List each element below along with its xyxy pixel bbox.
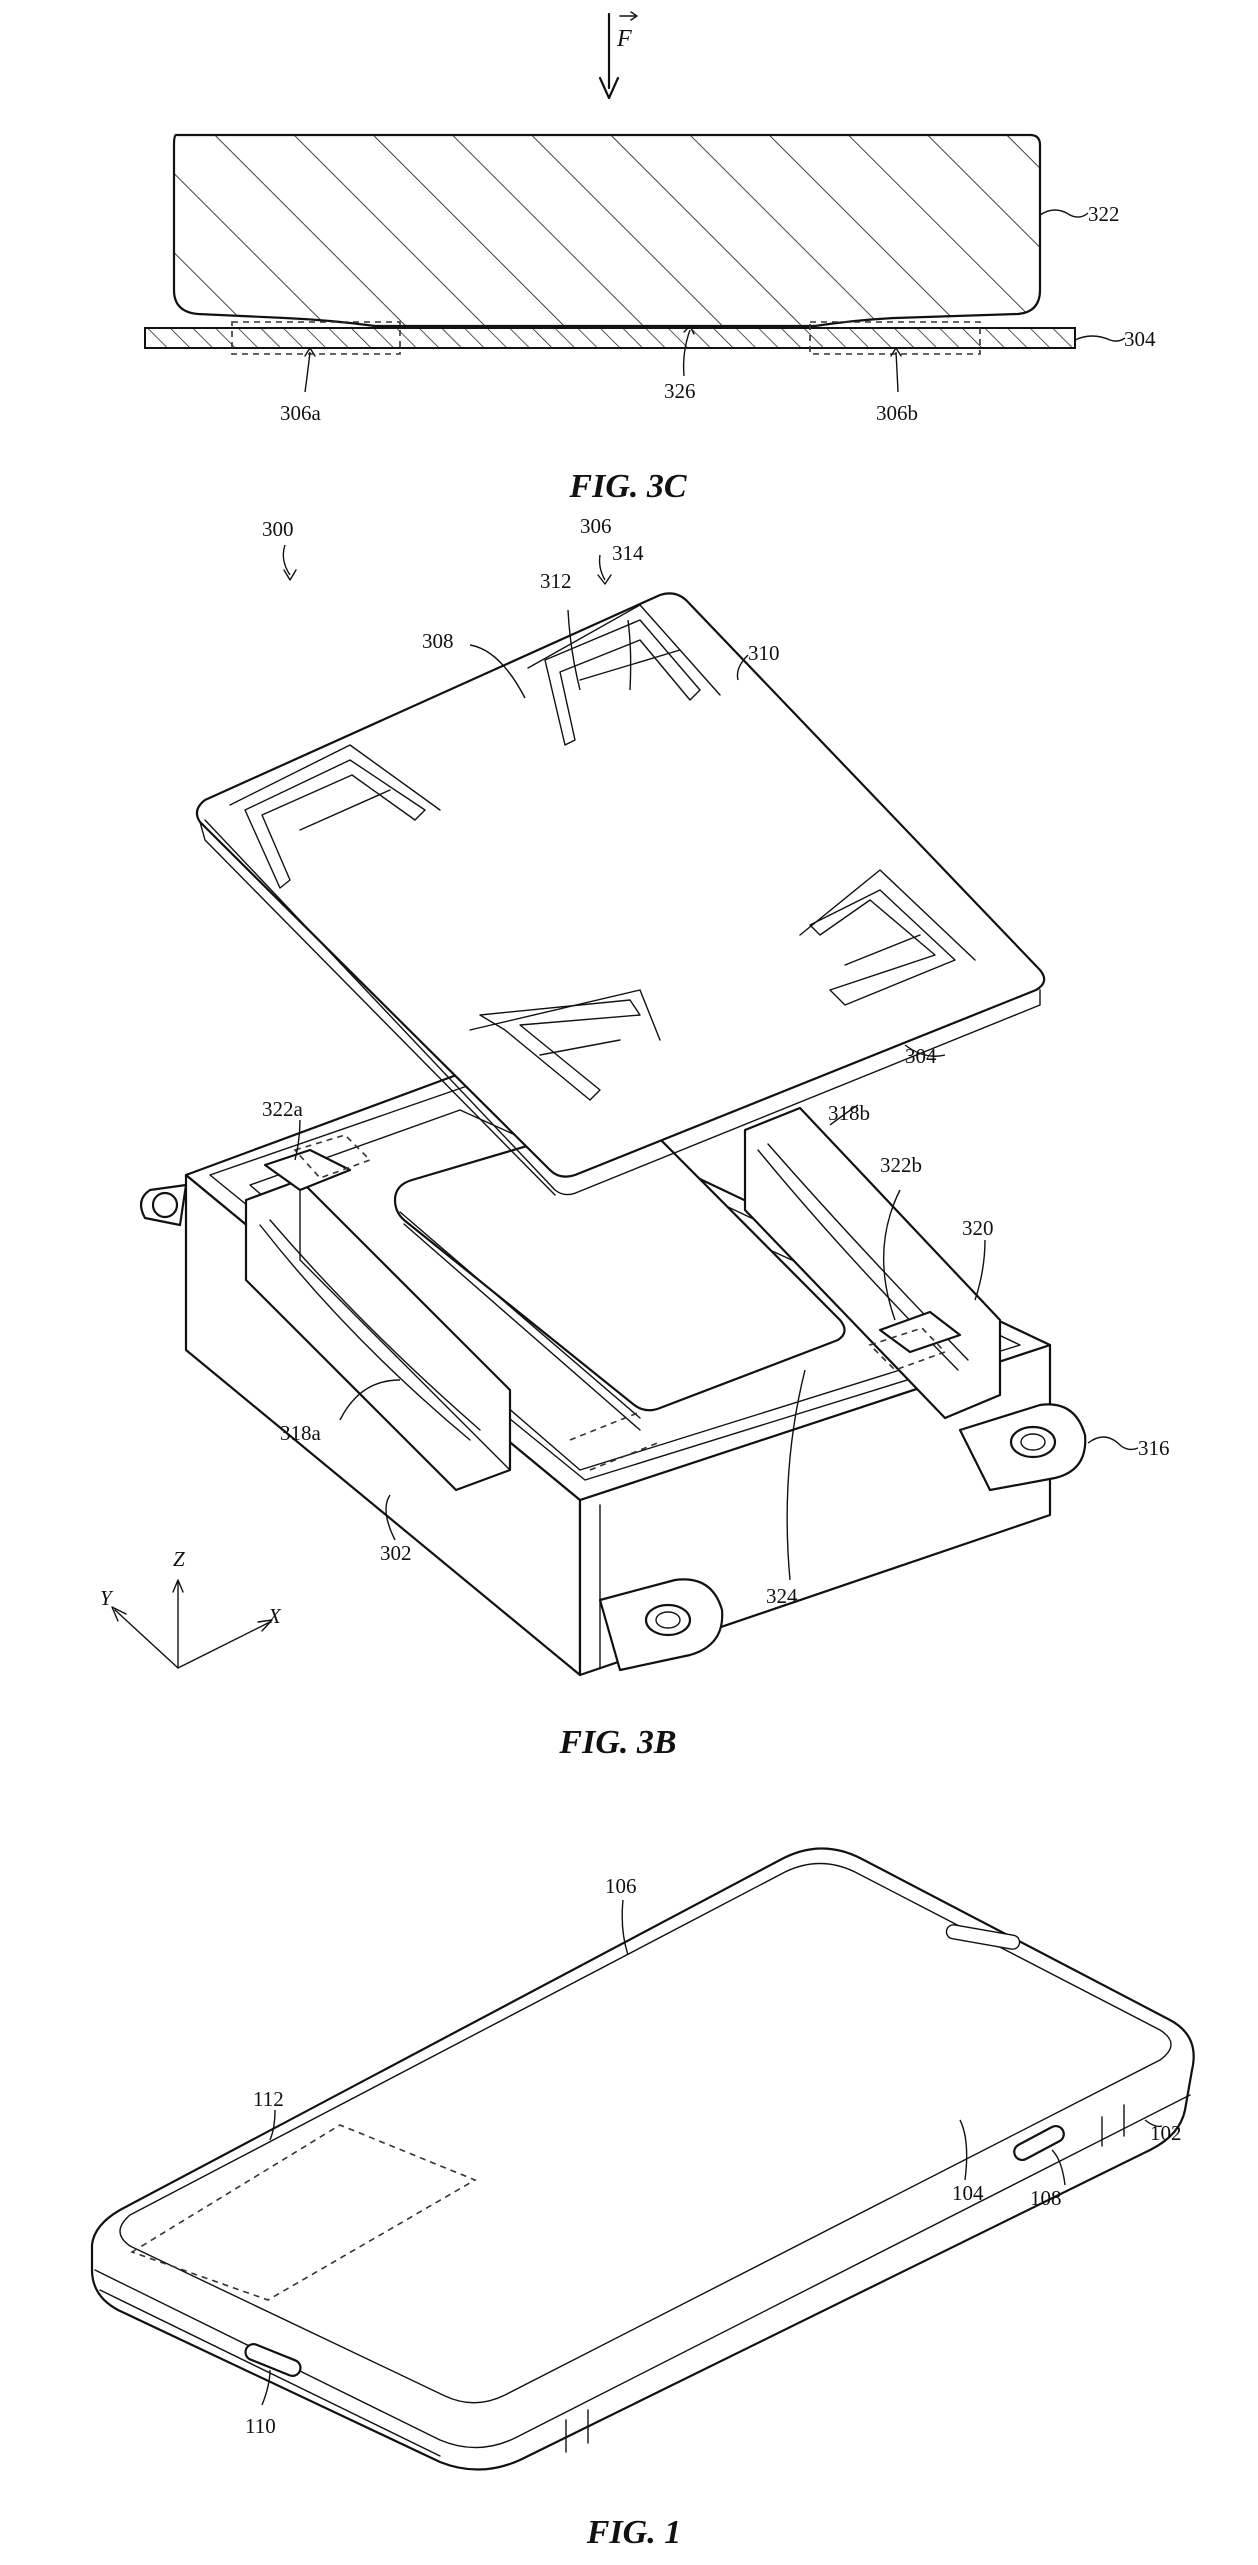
label-326: 326	[664, 379, 696, 403]
force-arrow: F	[598, 11, 638, 100]
label-306b: 306b	[876, 401, 918, 425]
caption-fig-1: FIG. 1	[586, 2514, 681, 2551]
caption-fig-3c: FIG. 3C	[568, 468, 686, 505]
label-306a: 306a	[280, 401, 322, 425]
label-302: 302	[380, 1541, 412, 1565]
label-310: 310	[748, 641, 780, 665]
fig-1: 106 112 102 108 104 110 FIG. 1	[90, 1847, 1195, 2551]
region-306b	[809, 321, 981, 355]
label-108: 108	[1030, 2186, 1062, 2210]
flexure-cutouts	[229, 604, 976, 1101]
label-112: 112	[253, 2087, 284, 2111]
label-306: 306	[580, 514, 612, 538]
label-322b: 322b	[880, 1153, 922, 1177]
label-300: 300	[262, 517, 294, 541]
label-322: 322	[1088, 202, 1120, 226]
label-320: 320	[962, 1216, 994, 1240]
label-104: 104	[952, 2181, 984, 2205]
base-302	[139, 1068, 1087, 1677]
label-318a: 318a	[280, 1421, 322, 1445]
speaker-slot	[945, 1924, 1021, 1950]
label-322a: 322a	[262, 1097, 304, 1121]
label-110: 110	[245, 2414, 276, 2438]
plate-304-top	[195, 592, 1046, 1196]
region-112	[130, 2124, 477, 2301]
label-102: 102	[1150, 2121, 1182, 2145]
plate-304	[144, 327, 1076, 349]
label-304: 304	[1124, 327, 1156, 351]
axis-label-x: X	[267, 1604, 282, 1628]
axis-label-z: Z	[173, 1547, 185, 1571]
block-322	[172, 133, 1042, 328]
caption-fig-3b: FIG. 3B	[558, 1724, 676, 1761]
axis-label-y: Y	[100, 1586, 114, 1610]
fig-3b: 300 306 312 314 308 310 304 322a 318b 32…	[100, 514, 1170, 1761]
force-label: F	[616, 26, 632, 52]
axis-triad: Z Y X	[100, 1547, 282, 1669]
label-106: 106	[605, 1874, 637, 1898]
button-108	[1013, 2124, 1065, 2162]
device-body-102	[90, 1847, 1195, 2471]
port-110	[244, 2343, 302, 2377]
label-308: 308	[422, 629, 454, 653]
label-324: 324	[766, 1584, 798, 1608]
label-318b: 318b	[828, 1101, 870, 1125]
fig-3c: F 322 304 326 306a 306b FIG. 3C	[144, 11, 1156, 505]
label-316: 316	[1138, 1436, 1170, 1460]
label-304-b: 304	[905, 1044, 937, 1068]
mounting-tabs-316	[139, 1183, 1087, 1672]
label-312: 312	[540, 569, 572, 593]
label-314: 314	[612, 541, 644, 565]
